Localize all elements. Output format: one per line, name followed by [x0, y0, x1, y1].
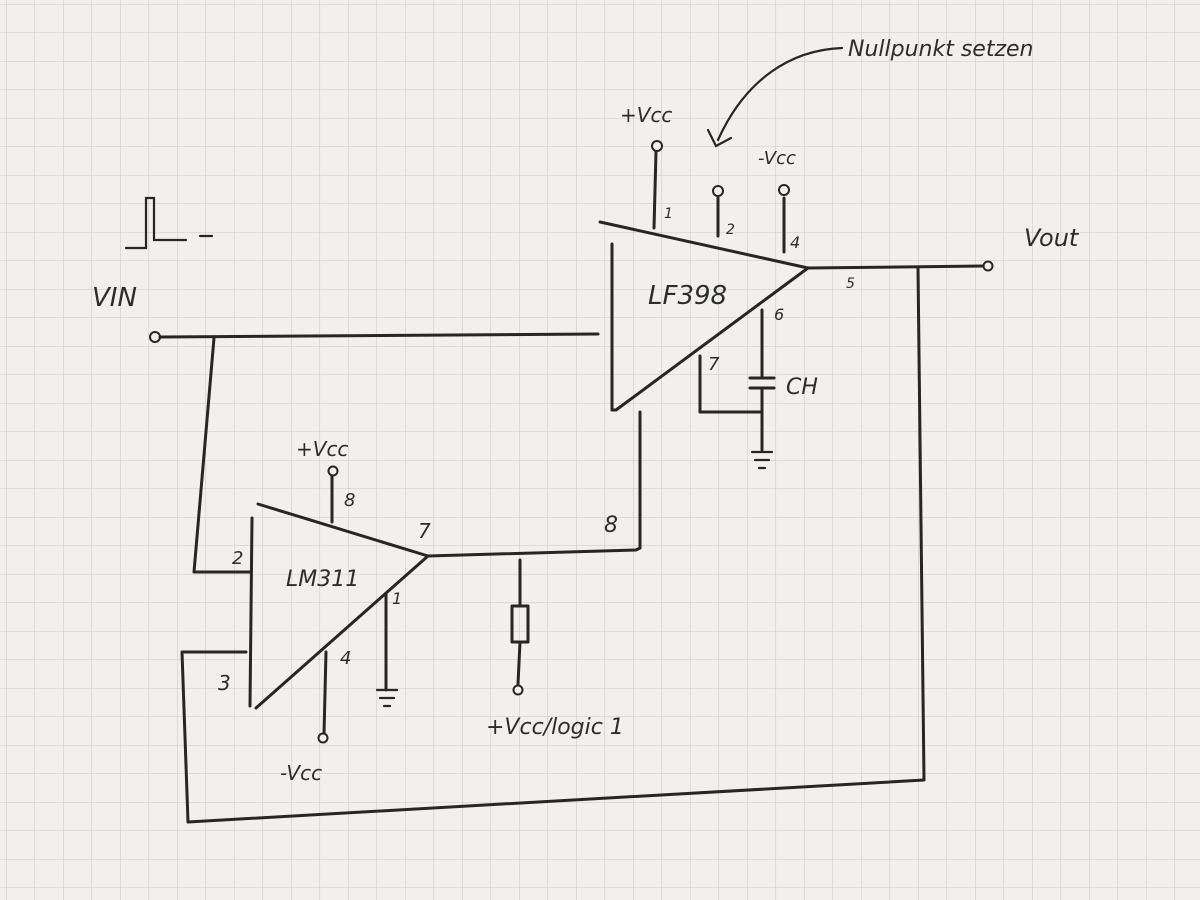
lf398-label: LF398 — [648, 281, 727, 311]
annotation-arrow — [706, 46, 844, 148]
ch-label: CH — [786, 375, 818, 400]
lm311-pin3-label: 3 — [218, 671, 231, 695]
lm311-vee-terminal — [317, 732, 329, 744]
lf398-pin5-label: 5 — [846, 276, 855, 292]
lm311-vcc-label: +Vcc — [296, 437, 348, 461]
annotation-nullpunkt-setzen: Nullpunkt setzen — [848, 37, 1034, 62]
lf398-pin6-label: 6 — [774, 305, 784, 324]
lm311-pin8-label: 8 — [344, 490, 355, 511]
vin-wire — [158, 332, 600, 339]
lm311-pin2-label: 2 — [232, 548, 243, 569]
pullup-terminal — [512, 684, 524, 696]
feedback-wire — [180, 266, 926, 824]
lf398-pin4-label: 4 — [790, 233, 800, 252]
vin-label: VIN — [92, 283, 137, 313]
output-wire — [806, 264, 986, 270]
lm311-pin4-wire — [322, 650, 328, 736]
lm311-symbol — [248, 502, 430, 710]
lm311-pin7-label: 7 — [418, 519, 431, 543]
lf398-pin8-label: 8 — [604, 513, 618, 538]
lf398-pin1-wire — [652, 150, 658, 230]
lf398-pin7-label: 7 — [708, 354, 720, 375]
ground-symbol — [750, 450, 774, 470]
lf398-vcc-terminal — [651, 140, 663, 152]
lm311-label: LM311 — [286, 567, 359, 592]
lf398-pin2-label: 2 — [726, 222, 735, 238]
lm311-pin1-label: 1 — [392, 589, 402, 608]
hold-capacitor — [748, 376, 776, 452]
lm311-output-wire — [426, 546, 642, 558]
lm311-ground-symbol — [375, 688, 399, 708]
lf398-vee-terminal — [778, 184, 790, 196]
lm311-vcc-terminal — [327, 465, 339, 477]
pulse-signal-icon — [124, 196, 188, 250]
lm311-pin4-label: 4 — [340, 648, 351, 669]
vin-to-lm311-wire — [192, 336, 252, 574]
lf398-symbol — [598, 220, 810, 412]
pullup-label: +Vcc/logic 1 — [486, 715, 624, 740]
lf398-pin7-wire — [698, 354, 764, 414]
vout-terminal — [982, 260, 994, 272]
vout-label: Vout — [1024, 224, 1080, 252]
lf398-vee-label: -Vcc — [758, 148, 796, 169]
pullup-wire-bottom — [516, 640, 522, 686]
lf398-pin1-label: 1 — [664, 206, 673, 222]
lm311-vee-label: -Vcc — [280, 761, 322, 785]
lf398-vcc-label: +Vcc — [620, 103, 672, 127]
lf398-pin2-terminal — [712, 185, 724, 197]
